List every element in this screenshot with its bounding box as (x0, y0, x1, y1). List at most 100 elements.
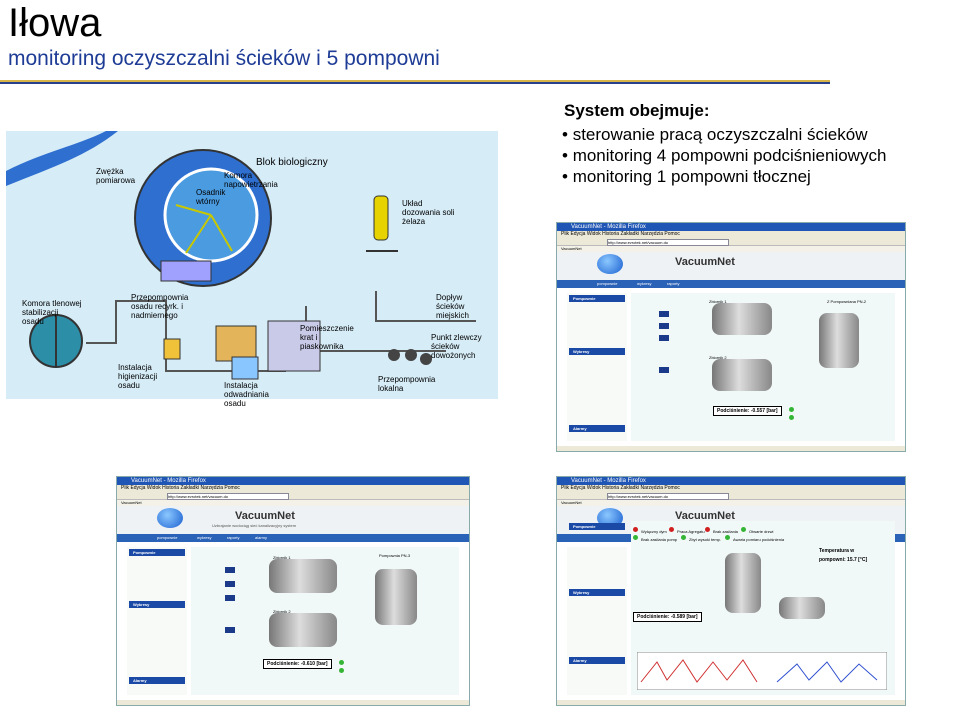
vacuum-readout: Podciśnienie: -0.557 [bar] (713, 406, 782, 416)
label-dewatering: Instalacja odwadniania osadu (224, 381, 269, 408)
system-item: sterowanie pracą oczyszczalni ścieków (562, 124, 886, 145)
app-logo: VacuumNet (675, 510, 735, 522)
nav-item[interactable]: pompownie (157, 535, 178, 540)
nav-item[interactable]: raporty (667, 281, 680, 286)
nav-item[interactable]: alarmy (255, 535, 268, 540)
status-bar (557, 446, 905, 451)
pump-tank (725, 553, 761, 613)
trend-chart (637, 652, 887, 690)
pump-icon (659, 323, 669, 329)
alarm-label: Zbyt wysoki temp. (689, 537, 722, 542)
sidebar-header[interactable]: Wykresy (569, 348, 625, 355)
pump-icon (659, 311, 669, 317)
title-underline-blue (0, 82, 830, 84)
label-local-pump: Przepompownia lokalna (378, 375, 436, 393)
label-inflow: Dopływ ścieków miejskich (436, 293, 469, 320)
plant-diagram: Blok biologiczny Zwężka pomiarowa Komora… (6, 131, 498, 408)
plant-diagram-drawing (6, 131, 476, 380)
address-bar (117, 491, 469, 500)
system-heading: System obejmuje: (564, 101, 710, 120)
tank-label: Zbiornik 2 (709, 355, 727, 360)
label-gate: Zwężka pomiarowa (96, 167, 136, 185)
alarm-label: Praca Agregatu (677, 529, 705, 534)
alarm-label: Brak zasilania (713, 529, 738, 534)
status-dot (789, 415, 794, 420)
alarm-label: Awaria pomiaru podciśnienia (733, 537, 785, 542)
status-bar (117, 700, 469, 705)
tab-vacuumnet[interactable]: VacuumNet (557, 246, 905, 252)
logo-ball-icon (157, 508, 183, 528)
address-bar (557, 491, 905, 500)
system-list: sterowanie pracą oczyszczalni ścieków mo… (562, 124, 887, 187)
label-stabilization: Komora tlenowej stabilizacji osadu (22, 299, 82, 326)
sidebar-header[interactable]: Alarmy (569, 657, 625, 664)
logo-ball-icon (597, 254, 623, 274)
label-biological-block: Blok biologiczny (256, 157, 328, 168)
nav-item[interactable]: wykresy (197, 535, 212, 540)
sidebar-header[interactable]: Alarmy (129, 677, 185, 684)
nav-item[interactable]: pompownie (597, 281, 618, 286)
nav-item[interactable]: wykresy (637, 281, 652, 286)
window-titlebar (557, 477, 905, 485)
sidebar-header[interactable]: Wykresy (129, 601, 185, 608)
status-dot (339, 668, 344, 673)
vacuum-readout: Podciśnienie: -0.589 [bar] (633, 612, 702, 622)
nav-item[interactable]: raporty (227, 535, 240, 540)
window-title: VacuumNet - Mozilla Firefox (131, 478, 206, 484)
title-underline-gold (0, 80, 830, 82)
alarm-label: Wyłączny dym (641, 529, 667, 534)
label-pumping: Przepompownia osadu recyrk. i nadmierneg… (131, 293, 189, 320)
tank-label: Z Pompowniana PN-2 (827, 299, 867, 304)
url-input[interactable]: http://www.evrotek.net/vacuum.do (607, 493, 729, 500)
tank-1 (269, 559, 337, 593)
page-title: Iłowa (8, 1, 102, 45)
screenshot-vacuumnet-1: VacuumNet - Mozilla Firefox Plik Edycja … (556, 222, 906, 452)
label-aeration: Komora napowietrzania (224, 171, 278, 189)
sidebar-header[interactable]: Alarmy (569, 425, 625, 432)
app-logo: VacuumNet (235, 510, 295, 522)
tab-vacuumnet[interactable]: VacuumNet (117, 500, 469, 506)
address-bar (557, 237, 905, 246)
sidebar (127, 547, 187, 695)
label-hygienization: Instalacja higienizacji osadu (118, 363, 158, 390)
window-title: VacuumNet - Mozilla Firefox (571, 478, 646, 484)
app-logo: VacuumNet (675, 256, 735, 268)
sidebar-header[interactable]: Pompownie (129, 549, 185, 556)
screenshot-vacuumnet-2: VacuumNet - Mozilla Firefox Plik Edycja … (116, 476, 470, 706)
menu-bar[interactable]: Plik Edycja Widok Historia Zakładki Narz… (557, 231, 905, 237)
url-input[interactable]: http://www.evrotek.net/vacuum.do (607, 239, 729, 246)
alarm-dot (633, 527, 638, 532)
alarm-label: Brak zasilania pomp (641, 537, 678, 542)
window-titlebar (557, 223, 905, 231)
pump-icon (225, 595, 235, 601)
status-bar (557, 700, 905, 705)
alarm-label: Otwarte drzwi (749, 529, 774, 534)
url-input[interactable]: http://www.evrotek.net/vacuum.do (167, 493, 289, 500)
label-delivery: Punkt zlewczy ścieków dowożonych (431, 333, 482, 360)
alarm-dot (669, 527, 674, 532)
pump-icon (225, 581, 235, 587)
pump-icon (659, 367, 669, 373)
page-subtitle: monitoring oczyszczalni ścieków i 5 pomp… (8, 47, 440, 70)
menu-bar[interactable]: Plik Edycja Widok Historia Zakładki Narz… (557, 485, 905, 491)
window-title: VacuumNet - Mozilla Firefox (571, 224, 646, 230)
tank-2 (712, 359, 772, 391)
tank-2 (269, 613, 337, 647)
sidebar-header[interactable]: Pompownie (569, 295, 625, 302)
label-coagulant: Układ dozowania soli żelaza (402, 199, 455, 226)
pump-icon (225, 567, 235, 573)
sidebar (567, 293, 627, 441)
tab-vacuumnet[interactable]: VacuumNet (557, 500, 905, 506)
pump-tank (375, 569, 417, 625)
sidebar-header[interactable]: Pompownie (569, 523, 625, 530)
sidebar-header[interactable]: Wykresy (569, 589, 625, 596)
alarm-dot (741, 527, 746, 532)
nav-bar (557, 280, 905, 288)
tank-label: Zbiornik 2 (273, 609, 291, 614)
pump-icon (225, 627, 235, 633)
alarm-dot (705, 527, 710, 532)
menu-bar[interactable]: Plik Edycja Widok Historia Zakładki Narz… (117, 485, 469, 491)
pump-tank (819, 313, 859, 368)
nav-bar (117, 534, 469, 542)
sidebar (567, 547, 627, 695)
